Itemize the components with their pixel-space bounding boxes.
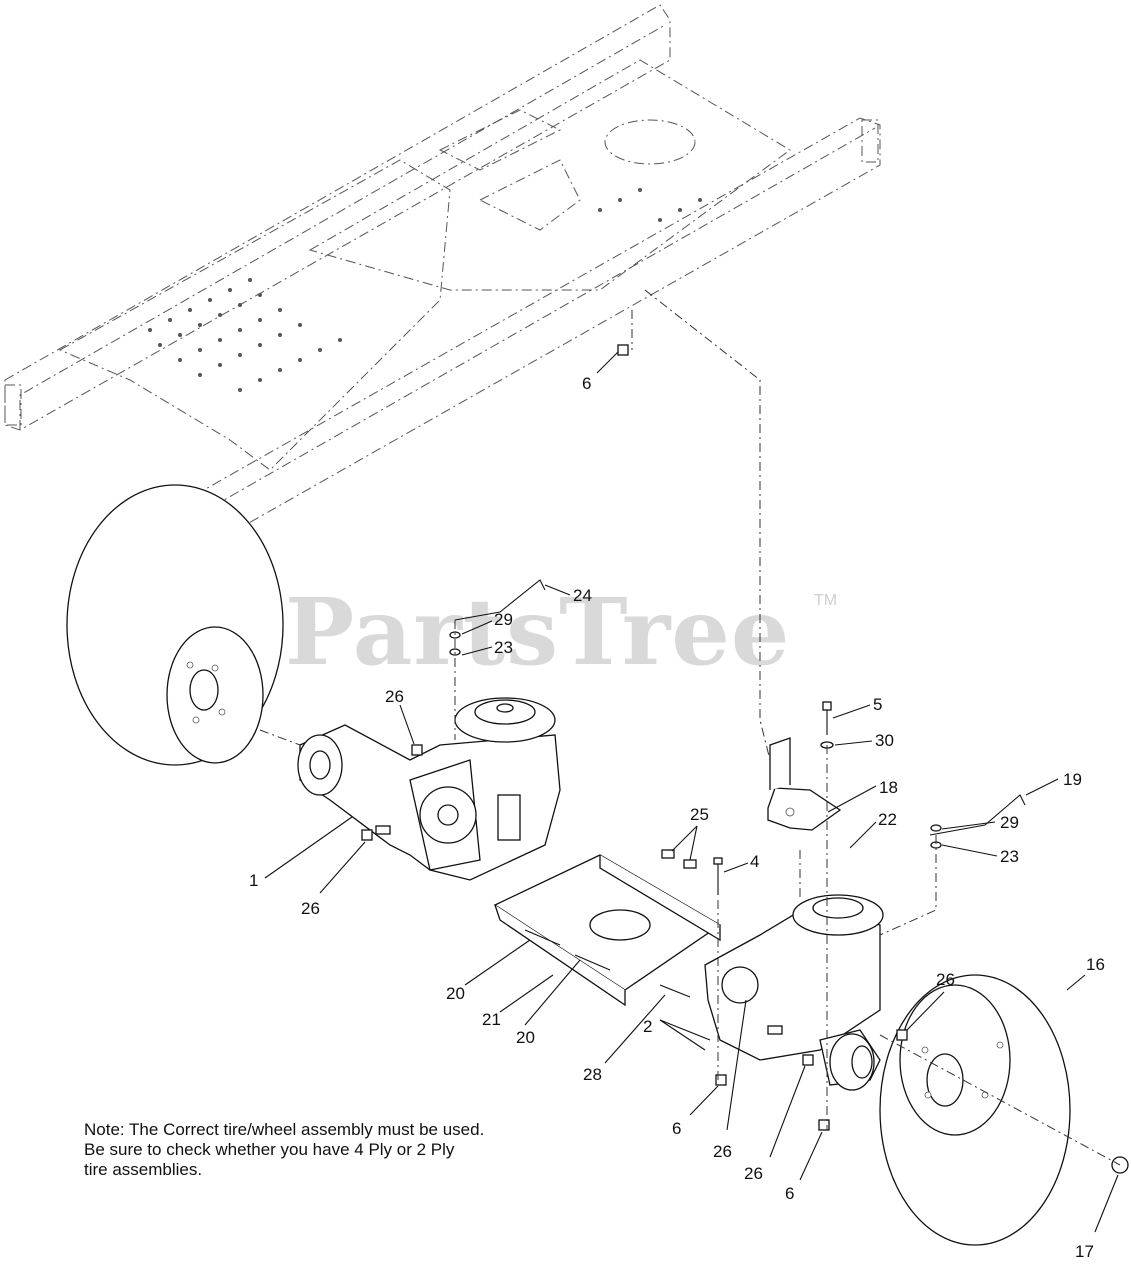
callout-29: 29 — [494, 610, 513, 629]
callout-23: 23 — [494, 638, 513, 657]
note-line: Be sure to check whether you have 4 Ply … — [84, 1140, 455, 1159]
left-transmission — [297, 697, 561, 881]
callout-16: 16 — [1086, 955, 1105, 974]
callout-22: 22 — [878, 810, 897, 829]
left-tire-assembly — [66, 484, 284, 766]
watermark: PartsTree — [285, 578, 791, 686]
callout-26d: 26 — [713, 1142, 732, 1161]
note-text: Note: The Correct tire/wheel assembly mu… — [84, 1120, 604, 1180]
bracket — [767, 737, 842, 831]
callout-30: 30 — [875, 731, 894, 750]
note-line: Note: The Correct tire/wheel assembly mu… — [84, 1120, 485, 1139]
callout-6b: 6 — [672, 1119, 681, 1138]
callout-19: 19 — [1063, 770, 1082, 789]
callout-1: 1 — [249, 871, 258, 890]
trademark-mark: TM — [814, 592, 838, 609]
callout-24: 24 — [573, 586, 592, 605]
callout-26e: 26 — [744, 1164, 763, 1183]
callout-26b: 26 — [301, 899, 320, 918]
right-tire-assembly — [879, 974, 1129, 1246]
callout-29b: 29 — [1000, 813, 1019, 832]
frame-assembly — [4, 4, 881, 546]
callout-25: 25 — [690, 805, 709, 824]
callout-5: 5 — [873, 695, 882, 714]
callout-21: 21 — [482, 1010, 501, 1029]
leader-lines — [264, 351, 1119, 1233]
callout-20b: 20 — [516, 1028, 535, 1047]
callout-6: 6 — [582, 374, 591, 393]
callout-2: 2 — [643, 1017, 652, 1036]
note-line: tire assemblies. — [84, 1160, 203, 1179]
callout-18: 18 — [879, 778, 898, 797]
callout-6c: 6 — [785, 1184, 794, 1203]
right-transmission — [704, 894, 884, 1091]
callout-23b: 23 — [1000, 847, 1019, 866]
callout-4: 4 — [750, 852, 759, 871]
callout-labels: 6 24 29 23 26 5 30 18 19 22 29 23 25 4 1… — [249, 374, 1105, 1261]
callout-26c: 26 — [936, 970, 955, 989]
callout-20: 20 — [446, 984, 465, 1003]
callout-28: 28 — [583, 1065, 602, 1084]
callout-17: 17 — [1075, 1242, 1094, 1261]
callout-26: 26 — [385, 687, 404, 706]
mount-plate — [493, 854, 722, 1007]
